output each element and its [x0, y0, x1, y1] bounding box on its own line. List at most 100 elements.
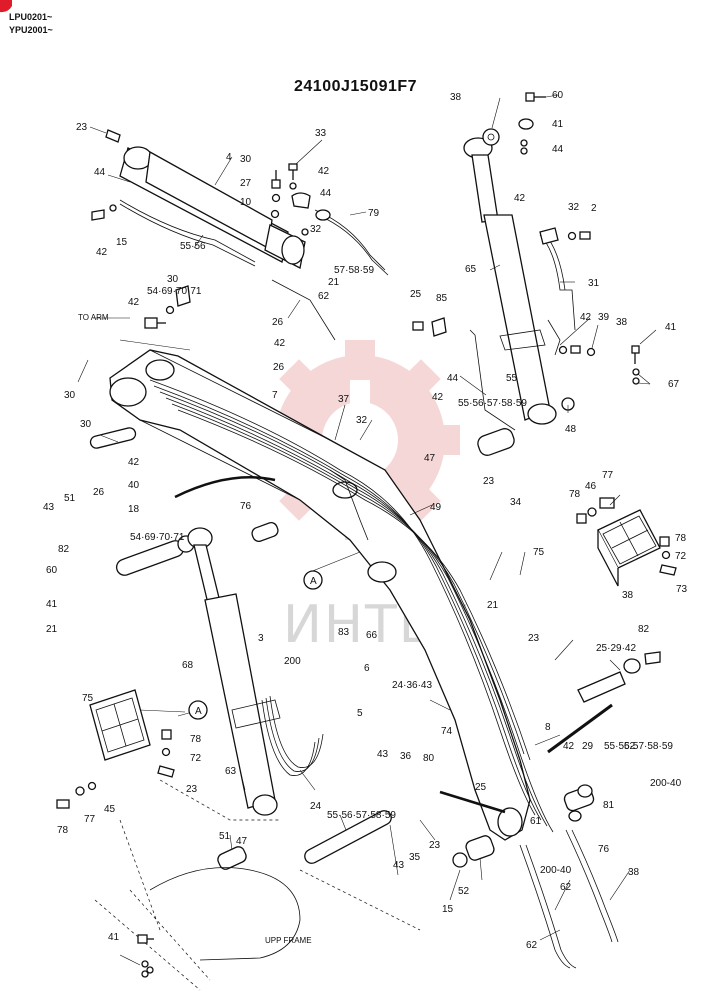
pins: [89, 427, 661, 870]
serial-range-2: YPU2001~: [9, 25, 53, 35]
hardware-top-left: [91, 129, 331, 329]
callout-30: 42: [128, 297, 140, 308]
callout-42: 39: [598, 312, 610, 323]
callout-55-56-57-58-59: 47: [236, 836, 248, 847]
callout-30: 42: [128, 457, 140, 468]
heavy-leader-2: [547, 703, 613, 754]
callout-54-69-70-71: 82: [58, 544, 70, 555]
callout-23: 23: [76, 122, 88, 133]
callout-2: 65: [465, 264, 477, 275]
callout-32: 42: [432, 392, 444, 403]
callout-47: 23: [483, 476, 495, 487]
callout-3: 68: [182, 660, 194, 671]
boom-hose-lines: [149, 379, 554, 833]
callout-38: 60: [46, 565, 58, 576]
callout-74: 75: [82, 693, 94, 704]
callout-200: 6: [364, 663, 370, 674]
callout-38: 60: [552, 90, 564, 101]
callout-44: 32: [310, 224, 322, 235]
callout-83: 66: [366, 630, 378, 641]
work-light-left: [56, 689, 175, 809]
serial-range-1: LPU0201~: [9, 12, 53, 22]
callout-48: 30: [80, 419, 92, 430]
callout-82: 25·29·42: [596, 643, 636, 654]
callout-30: 30: [240, 154, 252, 165]
callout-79: 55·56: [180, 241, 206, 252]
ref-a-marker-2: [188, 700, 208, 720]
callout-41: 21: [46, 624, 58, 635]
callout-43: 35: [409, 852, 421, 863]
callout-23: 34: [510, 497, 522, 508]
callout-30: 42: [274, 338, 286, 349]
upper-frame-outline: [94, 779, 421, 991]
callout-42: 27: [240, 178, 252, 189]
diagram-title: 24100J15091F7: [294, 78, 418, 95]
callout-51: 26: [93, 487, 105, 498]
callout-51: 43: [393, 860, 405, 871]
callout-23: 200-40: [540, 865, 572, 876]
callout-65: 31: [588, 278, 600, 289]
callout-40: 47: [424, 453, 436, 464]
callout-15: 79: [368, 208, 380, 219]
callout-46: 54·69·70·71: [130, 532, 185, 543]
callout-76: 77: [602, 470, 614, 481]
callout-44: 55: [506, 373, 518, 384]
upp-frame-note: UPP FRAME: [265, 936, 312, 945]
callout-42: 55·56·57·58·59: [458, 398, 527, 409]
callout-23: 63: [225, 766, 237, 777]
callout-34: 43: [43, 502, 55, 513]
hardware-top-right: [412, 92, 640, 411]
callout-62: 62: [526, 940, 538, 951]
callout-36: 80: [423, 753, 435, 764]
callout-75: 78: [190, 734, 202, 745]
callout-42: 40: [128, 480, 140, 491]
callout-68: 200: [284, 656, 301, 667]
callout-60: 41: [552, 119, 564, 130]
callout-72: 23: [186, 784, 198, 795]
callout-45: 55·56·57·58·59: [327, 810, 396, 821]
callout-54-69-70-71: 38: [450, 92, 462, 103]
callout-42: 32: [568, 202, 580, 213]
callout-55: 30: [64, 390, 76, 401]
callout-42: 26: [273, 362, 285, 373]
callout-8: 74: [441, 726, 453, 737]
callout-42: 15: [116, 237, 128, 248]
callout-41: 67: [668, 379, 680, 390]
callout-27: 10: [240, 197, 252, 208]
callout-29: 55·56·57·58·59: [604, 741, 673, 752]
ref-a-marker-1: [303, 570, 323, 590]
heavy-leader-1: [174, 476, 276, 499]
lower-right-hoses: [519, 829, 619, 969]
callout-21: 21: [487, 600, 499, 611]
callout-49: 76: [240, 501, 252, 512]
callout-75: 78: [675, 533, 687, 544]
main-boom: [109, 349, 531, 841]
callout-81: 61: [530, 816, 542, 827]
callout-32: 42: [96, 247, 108, 258]
callout-31: 25: [410, 289, 422, 300]
corner-badge-icon: [0, 0, 12, 13]
callout-72: 73: [676, 584, 688, 595]
callout-26: 18: [128, 504, 140, 515]
callout-60: 41: [46, 599, 58, 610]
boom-cylinder-lower: [187, 527, 324, 816]
callout-73: 38: [622, 590, 634, 601]
callout-55-56: 57·58·59: [334, 265, 374, 276]
callout-57-58-59: 21: [328, 277, 340, 288]
callout-23: 82: [638, 624, 650, 635]
callout-55-56-57-58-59: 48: [565, 424, 577, 435]
callout-42: 42: [318, 166, 330, 177]
text-labels: A A TO ARM UPP FRAME 23 33 4 30 42 44 27…: [43, 90, 688, 951]
callout-35: 23: [429, 840, 441, 851]
callout-39: 38: [616, 317, 628, 328]
callout-5: 8: [545, 722, 551, 733]
callout-37: 32: [356, 415, 368, 426]
callout-78: 72: [190, 753, 202, 764]
callout-76: 78: [57, 825, 69, 836]
callout-67: 44: [447, 373, 459, 384]
callout-25-29-42: 5: [357, 708, 363, 719]
callout-41: 44: [552, 144, 564, 155]
callout-10: 44: [320, 188, 332, 199]
